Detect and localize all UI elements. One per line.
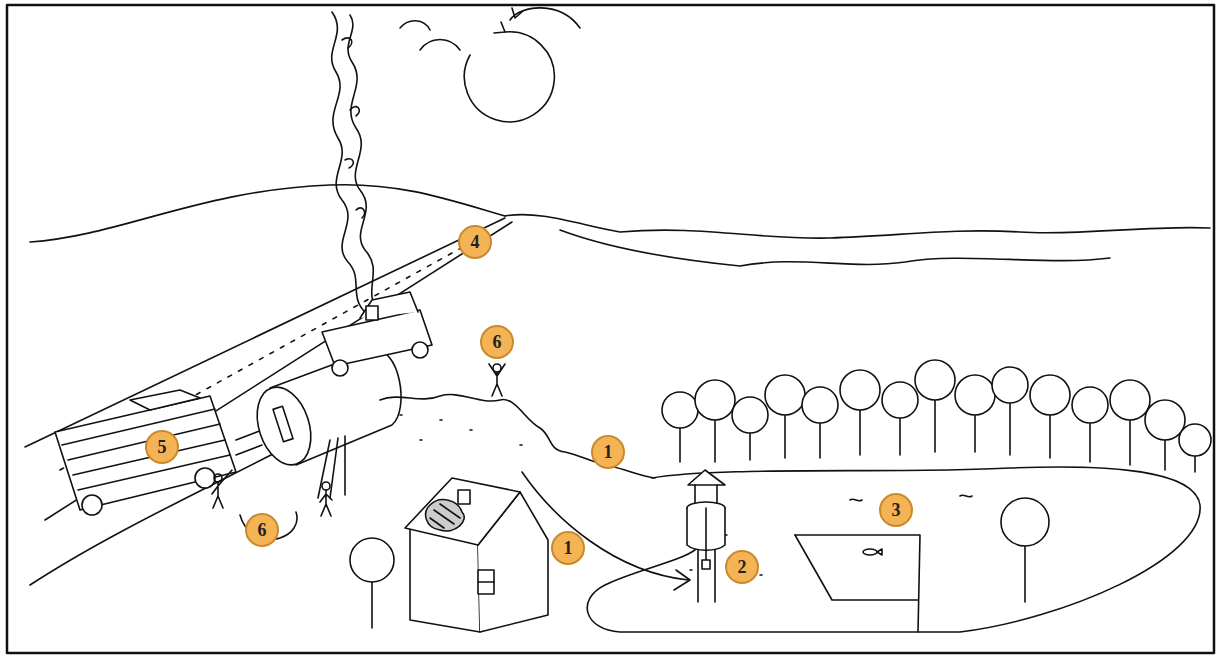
people (212, 364, 505, 516)
single-trees (350, 498, 1049, 628)
locomotive-part (412, 342, 428, 358)
callout-circle: 4 (458, 225, 492, 259)
well (687, 470, 725, 602)
house-part (458, 490, 470, 504)
boxcar-part (195, 468, 215, 488)
tree-row-part (732, 397, 768, 433)
tree-row-part (1145, 400, 1185, 440)
leak-streams-part (318, 436, 345, 498)
tree-row-part (662, 392, 698, 428)
wind-swirl (464, 8, 580, 122)
callout-circle: 1 (551, 531, 585, 565)
boxcar-part (82, 495, 102, 515)
locomotive-part (332, 360, 348, 376)
pond-part (795, 535, 918, 600)
house-part (430, 504, 460, 528)
pond-part (795, 535, 920, 632)
callout-circle: 6 (480, 325, 514, 359)
hills-part (505, 215, 1210, 239)
boxcar-part (62, 409, 230, 490)
tree-row-part (840, 370, 880, 410)
house (405, 478, 548, 632)
callout-number: 1 (604, 443, 613, 461)
boxcar (55, 390, 262, 515)
smoke-part (400, 21, 460, 50)
tree-row-part (1030, 375, 1070, 415)
locomotive-part (366, 306, 378, 320)
boxcar-part (130, 390, 200, 410)
callout-number: 4 (471, 233, 480, 251)
wind-swirl-part (510, 8, 580, 28)
callout-circle: 1 (591, 435, 625, 469)
callout-number: 2 (738, 558, 747, 576)
callout-circle: 5 (145, 430, 179, 464)
well-part (702, 560, 710, 569)
tree-row-part (1179, 424, 1211, 456)
frame (7, 5, 1214, 653)
flow-arrow-part (674, 570, 690, 590)
house-part (405, 478, 520, 545)
wind-swirl-part (494, 22, 505, 33)
tree-row-part (802, 387, 838, 423)
tank-car-part (273, 406, 293, 441)
tree-row-part (915, 360, 955, 400)
pond-part (863, 549, 877, 555)
well-part (705, 508, 707, 560)
people-part (320, 490, 332, 516)
single-trees-part (350, 538, 394, 582)
callout-circle: 3 (879, 493, 913, 527)
house-part (478, 570, 494, 594)
tree-row-part (955, 375, 995, 415)
house-part (426, 500, 465, 531)
locomotive (322, 292, 432, 376)
people-part (322, 482, 330, 490)
callout-number: 6 (258, 521, 267, 539)
callout-number: 5 (158, 438, 167, 456)
hills-part (560, 230, 1110, 266)
smoke-part (332, 12, 372, 318)
callout-number: 3 (892, 501, 901, 519)
tree-row-part (992, 367, 1028, 403)
single-trees-part (1001, 498, 1049, 546)
tree-row-part (695, 380, 735, 420)
boxcar-part (55, 396, 236, 510)
leak-streams (318, 436, 345, 498)
callout-circle: 2 (725, 550, 759, 584)
people-part (214, 474, 222, 482)
pond-part (850, 495, 972, 501)
people-part (212, 470, 232, 508)
contaminated-soil-part (380, 395, 655, 478)
tree-row-part (1110, 380, 1150, 420)
well-part (688, 470, 725, 485)
wind-swirl-part (464, 32, 554, 122)
tree-row-part (882, 382, 918, 418)
callout-number: 6 (493, 333, 502, 351)
pond-part (587, 467, 1200, 632)
wind-swirl-part (512, 8, 523, 18)
tree-row-part (1072, 387, 1108, 423)
boxcar-part (236, 430, 262, 455)
tank-car (248, 350, 401, 472)
house-part (478, 581, 494, 583)
pond-part (877, 549, 882, 555)
tank-car-part (248, 380, 320, 472)
tree-row-part (765, 375, 805, 415)
people-part (489, 364, 505, 396)
smoke-part (342, 38, 364, 218)
callout-number: 1 (564, 539, 573, 557)
pond (587, 467, 1200, 632)
railway (25, 218, 512, 520)
railway-part (45, 222, 512, 520)
hills (30, 185, 1210, 585)
callout-circle: 6 (245, 513, 279, 547)
smoke (332, 12, 460, 318)
hills-part (30, 185, 505, 242)
single-trees-part (372, 545, 1025, 628)
tree-row (662, 360, 1211, 472)
